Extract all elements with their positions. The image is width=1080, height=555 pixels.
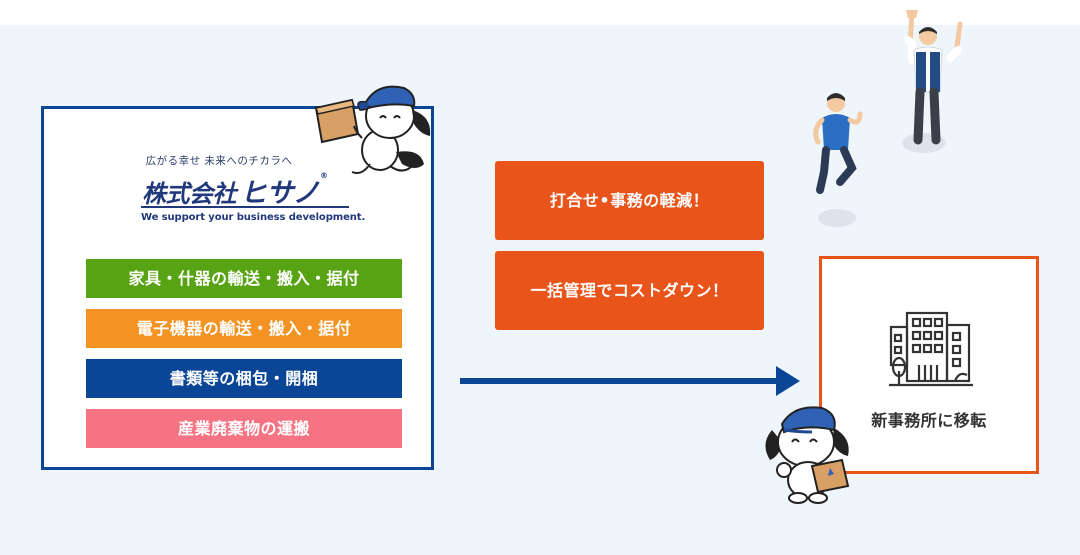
standing-person bbox=[904, 10, 963, 145]
office-building-icon bbox=[889, 311, 973, 387]
company-logo: 株式会社ヒサノ® bbox=[142, 171, 328, 210]
arrow-right-icon bbox=[776, 366, 800, 396]
new-office-label: 新事務所に移転 bbox=[871, 411, 987, 430]
mascot-dog-carrying-box-icon bbox=[314, 85, 431, 174]
arrow-shaft bbox=[460, 378, 778, 384]
new-office-card: 新事務所に移転 bbox=[819, 256, 1039, 474]
logo-underline bbox=[141, 206, 349, 208]
service-furniture: 家具・什器の輸送・搬入・据付 bbox=[86, 259, 402, 298]
callout-cost-down: 一括管理でコストダウン！ bbox=[495, 251, 764, 330]
company-slogan: We support your business development. bbox=[141, 212, 366, 223]
callout-reduce-meetings: 打合せ•事務の軽減！ bbox=[495, 161, 764, 240]
celebrating-people-illustration bbox=[813, 10, 963, 227]
registered-mark: ® bbox=[319, 171, 328, 180]
service-electronics: 電子機器の輸送・搬入・据付 bbox=[86, 309, 402, 348]
company-tagline: 広がる幸せ 未来へのチカラへ bbox=[145, 155, 293, 167]
company-brand: ヒサノ bbox=[240, 178, 319, 209]
company-name: 株式会社 bbox=[142, 180, 237, 208]
mascot-dog-with-box-icon bbox=[765, 406, 850, 504]
jumping-person bbox=[813, 93, 863, 194]
service-documents: 書類等の梱包・開梱 bbox=[86, 359, 402, 398]
service-waste: 産業廃棄物の運搬 bbox=[86, 409, 402, 448]
